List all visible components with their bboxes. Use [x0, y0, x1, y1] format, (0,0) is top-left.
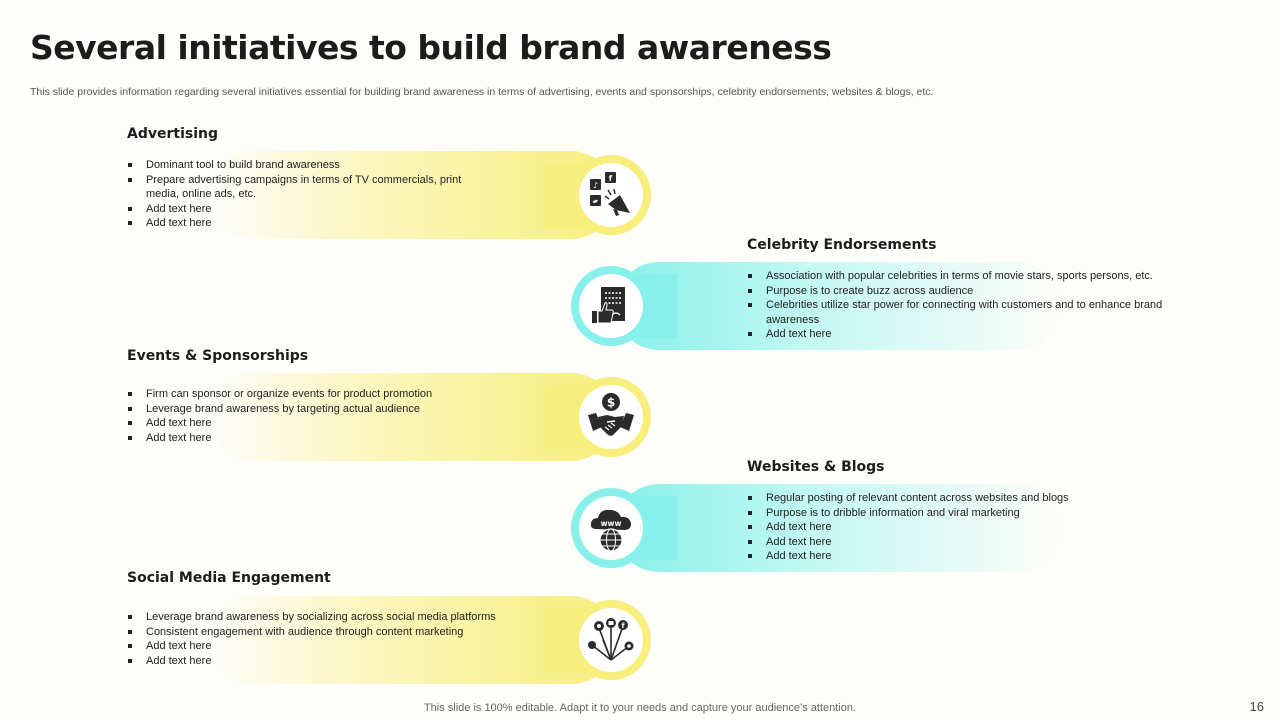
- list-item: Add text here: [747, 549, 1167, 564]
- social-network-hub-icon: f: [588, 618, 634, 661]
- list-item: Leverage brand awareness by socializing …: [127, 610, 527, 625]
- websites-bullets: Regular posting of relevant content acro…: [747, 491, 1167, 564]
- svg-text:f: f: [621, 622, 625, 630]
- list-item: Add text here: [127, 202, 472, 217]
- websites-icon-ring: www: [571, 488, 651, 568]
- celebrity-bullets: Association with popular celebrities in …: [747, 269, 1197, 342]
- advertising-bullets: Dominant tool to build brand awareness P…: [127, 158, 472, 231]
- list-item: Firm can sponsor or organize events for …: [127, 387, 487, 402]
- list-item: Add text here: [747, 520, 1167, 535]
- list-item: Consistent engagement with audience thro…: [127, 625, 527, 640]
- list-item: Add text here: [127, 431, 487, 446]
- www-cloud-globe-icon: www: [590, 509, 631, 552]
- advertising-icon-ring: ♪ f: [571, 155, 651, 235]
- svg-text:f: f: [609, 174, 613, 183]
- list-item: Purpose is to dribble information and vi…: [747, 506, 1167, 521]
- social-icon-ring: f: [571, 600, 651, 680]
- list-item: Prepare advertising campaigns in terms o…: [127, 173, 472, 202]
- handshake-dollar-icon: $: [588, 393, 634, 436]
- websites-heading: Websites & Blogs: [747, 459, 885, 475]
- events-heading: Events & Sponsorships: [127, 348, 309, 364]
- events-bullets: Firm can sponsor or organize events for …: [127, 387, 487, 445]
- social-heading: Social Media Engagement: [127, 570, 331, 586]
- slide-footer: This slide is 100% editable. Adapt it to…: [423, 702, 857, 714]
- celebrity-band: [615, 262, 1060, 350]
- list-item: Leverage brand awareness by targeting ac…: [127, 402, 487, 417]
- social-bullets: Leverage brand awareness by socializing …: [127, 610, 527, 668]
- thumbs-up-certificate-icon: [592, 287, 625, 324]
- list-item: Add text here: [747, 327, 1197, 342]
- websites-band: [615, 484, 1060, 572]
- list-item: Dominant tool to build brand awareness: [127, 158, 472, 173]
- page-number: 16: [1249, 699, 1264, 714]
- slide-subtitle: This slide provides information regardin…: [30, 86, 934, 98]
- slide-title: Several initiatives to build brand aware…: [30, 28, 832, 67]
- list-item: Add text here: [127, 416, 487, 431]
- list-item: Add text here: [127, 216, 472, 231]
- megaphone-social-icon: ♪ f: [590, 172, 630, 216]
- list-item: Celebrities utilize star power for conne…: [747, 298, 1197, 327]
- celebrity-icon-ring: [571, 266, 651, 346]
- advertising-heading: Advertising: [127, 126, 218, 142]
- list-item: Purpose is to create buzz across audienc…: [747, 284, 1197, 299]
- list-item: Add text here: [127, 654, 527, 669]
- events-icon-ring: $: [571, 377, 651, 457]
- celebrity-heading: Celebrity Endorsements: [747, 237, 937, 253]
- svg-text:www: www: [601, 519, 622, 528]
- list-item: Association with popular celebrities in …: [747, 269, 1197, 284]
- svg-text:$: $: [607, 396, 615, 410]
- list-item: Regular posting of relevant content acro…: [747, 491, 1167, 506]
- list-item: Add text here: [747, 535, 1167, 550]
- list-item: Add text here: [127, 639, 527, 654]
- svg-text:♪: ♪: [593, 181, 598, 190]
